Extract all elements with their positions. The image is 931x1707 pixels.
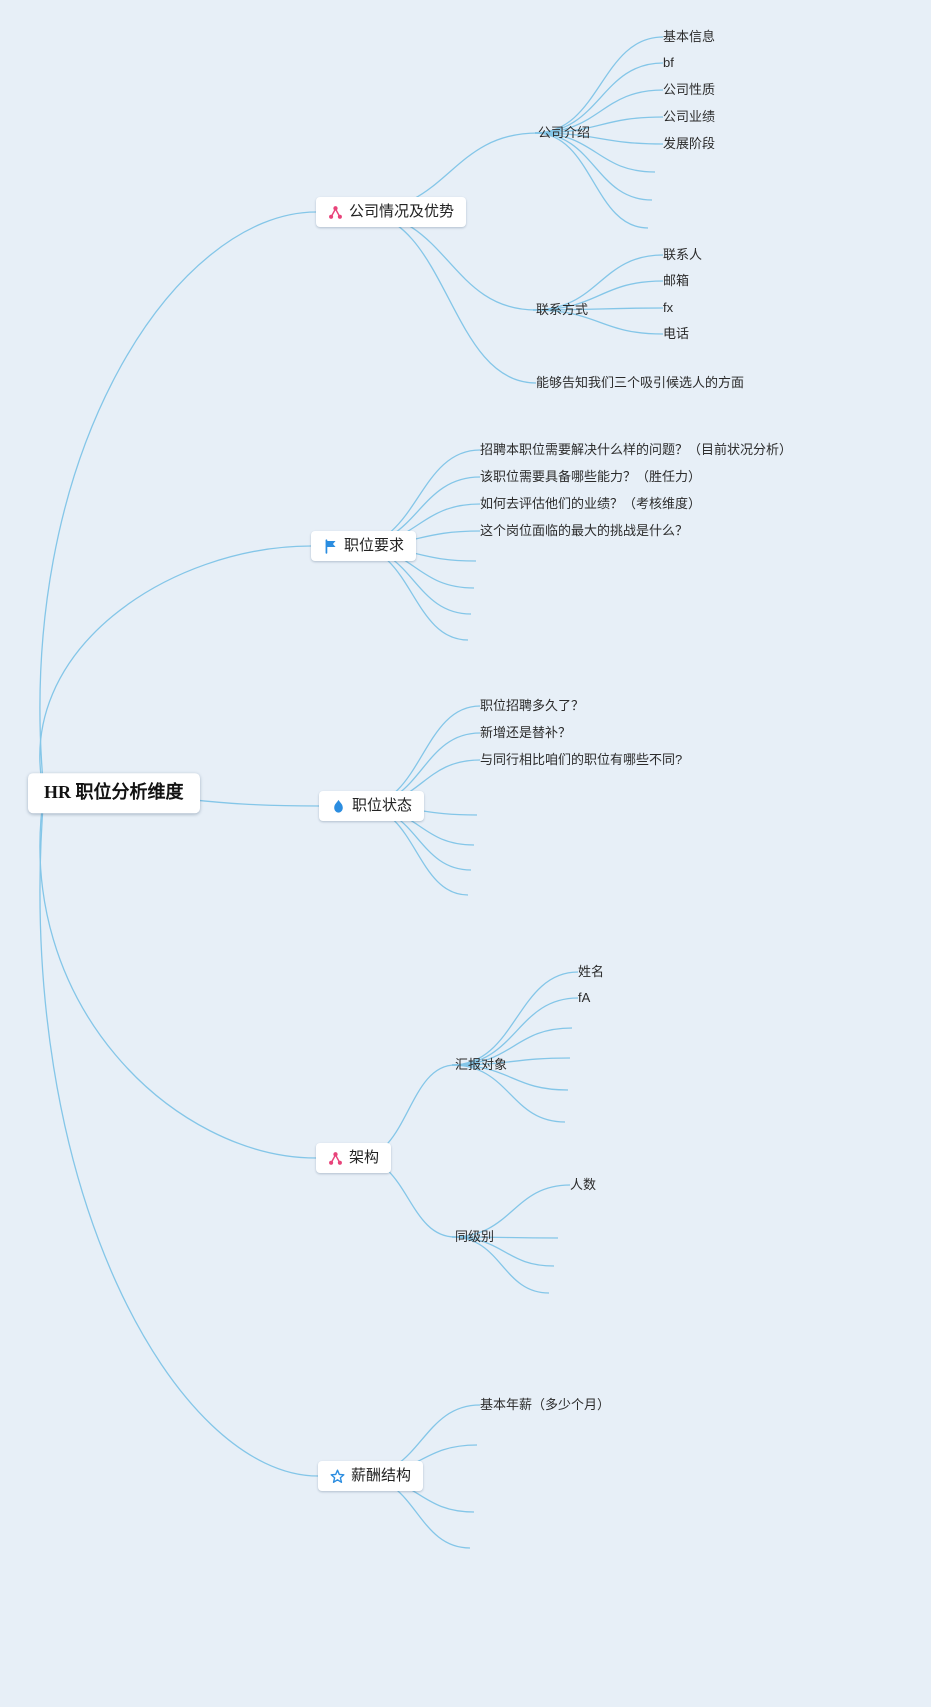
topic-label: 架构 — [349, 1149, 380, 1166]
flag-icon — [323, 538, 338, 554]
branch-line — [532, 309, 664, 335]
topic-n1-1-2[interactable]: bf — [663, 55, 674, 71]
topic-label: 同级别 — [455, 1229, 495, 1245]
topic-label: 汇报对象 — [455, 1057, 508, 1073]
topic-n1-2-1[interactable]: 联系人 — [663, 247, 702, 263]
topic-label: 这个岗位面临的最大的挑战是什么？ — [480, 523, 689, 539]
network-icon — [328, 205, 343, 220]
topic-n1-2[interactable]: 联系方式 — [536, 302, 588, 318]
topic-label: 公司情况及优势 — [349, 203, 455, 220]
branch-line — [534, 36, 664, 134]
topic-n2-3[interactable]: 如何去评估他们的业绩？（考核维度） — [480, 496, 701, 512]
topic-label: fA — [578, 990, 591, 1006]
branch-line — [534, 132, 649, 229]
topic-n4-2-1[interactable]: 人数 — [570, 1177, 596, 1193]
branch-line — [532, 254, 664, 311]
topic-label: 与同行相比咱们的职位有哪些不同? — [480, 752, 683, 768]
branch-line — [451, 997, 579, 1066]
branch-line — [451, 1184, 571, 1238]
topic-label: fx — [663, 300, 674, 316]
branch-line — [534, 89, 664, 134]
topic-n3-3[interactable]: 与同行相比咱们的职位有哪些不同? — [480, 752, 682, 768]
topic-label: 发展阶段 — [663, 136, 716, 152]
topic-n4-1-2[interactable]: fA — [578, 990, 590, 1006]
topic-n3-2[interactable]: 新增还是替补？ — [480, 725, 571, 741]
topic-label: 人数 — [570, 1177, 597, 1193]
topic-label: 公司介绍 — [538, 125, 591, 141]
topic-n1-2-2[interactable]: 邮箱 — [663, 273, 689, 289]
topic-n2-1[interactable]: 招聘本职位需要解决什么样的问题？（目前状况分析） — [480, 442, 792, 458]
topic-label: 职位要求 — [344, 537, 405, 554]
central-topic[interactable]: HR 职位分析维度 — [28, 773, 200, 813]
topic-n2-4[interactable]: 这个岗位面临的最大的挑战是什么？ — [480, 523, 688, 539]
topic-n4-2[interactable]: 同级别 — [455, 1229, 494, 1245]
topic-n4-1[interactable]: 汇报对象 — [455, 1057, 507, 1073]
flame-icon — [331, 799, 346, 814]
topic-label: 如何去评估他们的业绩？（考核维度） — [480, 496, 702, 512]
branch-line — [534, 132, 653, 201]
branch-line — [451, 1236, 555, 1267]
topic-n5-1[interactable]: 基本年薪（多少个月） — [480, 1397, 610, 1413]
topic-label: 该职位需要具备哪些能力？（胜任力） — [480, 469, 702, 485]
branch-line — [451, 971, 579, 1066]
topic-n2[interactable]: 职位要求 — [311, 531, 417, 561]
topic-label: 联系方式 — [536, 302, 589, 318]
topic-label: 职位状态 — [352, 797, 413, 814]
branch-line — [451, 1064, 566, 1123]
topic-n1-2-3[interactable]: fx — [663, 300, 673, 316]
topic-n1-1-4[interactable]: 公司业绩 — [663, 109, 715, 125]
topic-label: 基本信息 — [663, 29, 716, 45]
topic-n1[interactable]: 公司情况及优势 — [316, 197, 467, 227]
topic-label: 公司性质 — [663, 82, 716, 98]
topic-n1-1-3[interactable]: 公司性质 — [663, 82, 715, 98]
branch-line — [39, 211, 317, 794]
topic-label: 新增还是替补？ — [480, 725, 572, 741]
branch-line — [451, 1057, 571, 1066]
topic-label: 招聘本职位需要解决什么样的问题？（目前状况分析） — [480, 442, 793, 458]
topic-label: 姓名 — [578, 964, 605, 980]
topic-label: HR 职位分析维度 — [44, 782, 184, 803]
topic-n2-2[interactable]: 该职位需要具备哪些能力？（胜任力） — [480, 469, 701, 485]
branch-line — [451, 1064, 569, 1091]
topic-label: 电话 — [663, 326, 690, 342]
topic-label: 基本年薪（多少个月） — [480, 1397, 611, 1413]
branch-line — [534, 116, 664, 134]
branch-line — [534, 132, 664, 145]
branch-line — [39, 792, 319, 1477]
branch-line — [532, 307, 664, 311]
topic-n3[interactable]: 职位状态 — [319, 791, 425, 821]
star-icon — [330, 1468, 345, 1484]
topic-n1-3[interactable]: 能够告知我们三个吸引候选人的方面 — [536, 375, 744, 391]
branch-line — [451, 1236, 550, 1294]
topic-label: 能够告知我们三个吸引候选人的方面 — [536, 375, 745, 391]
topic-label: 职位招聘多久了？ — [480, 698, 585, 714]
branch-line — [534, 132, 656, 173]
topic-label: 邮箱 — [663, 273, 690, 289]
topic-n1-1[interactable]: 公司介绍 — [538, 125, 590, 141]
topic-n1-1-5[interactable]: 发展阶段 — [663, 136, 715, 152]
branch-line — [532, 280, 664, 311]
branch-line — [451, 1027, 573, 1066]
topic-label: 公司业绩 — [663, 109, 716, 125]
topic-n4-1-1[interactable]: 姓名 — [578, 964, 604, 980]
topic-n1-1-1[interactable]: 基本信息 — [663, 29, 715, 45]
network-icon — [328, 1151, 343, 1166]
topic-n4[interactable]: 架构 — [316, 1143, 392, 1173]
topic-n3-1[interactable]: 职位招聘多久了？ — [480, 698, 584, 714]
branch-line — [534, 62, 664, 134]
branch-line — [451, 1236, 559, 1239]
topic-label: 联系人 — [663, 247, 703, 263]
topic-label: 薪酬结构 — [351, 1467, 412, 1484]
topic-n5[interactable]: 薪酬结构 — [318, 1461, 424, 1491]
branch-line — [39, 545, 312, 794]
topic-n1-2-4[interactable]: 电话 — [663, 326, 689, 342]
topic-label: bf — [663, 55, 674, 71]
branch-line — [39, 792, 317, 1159]
